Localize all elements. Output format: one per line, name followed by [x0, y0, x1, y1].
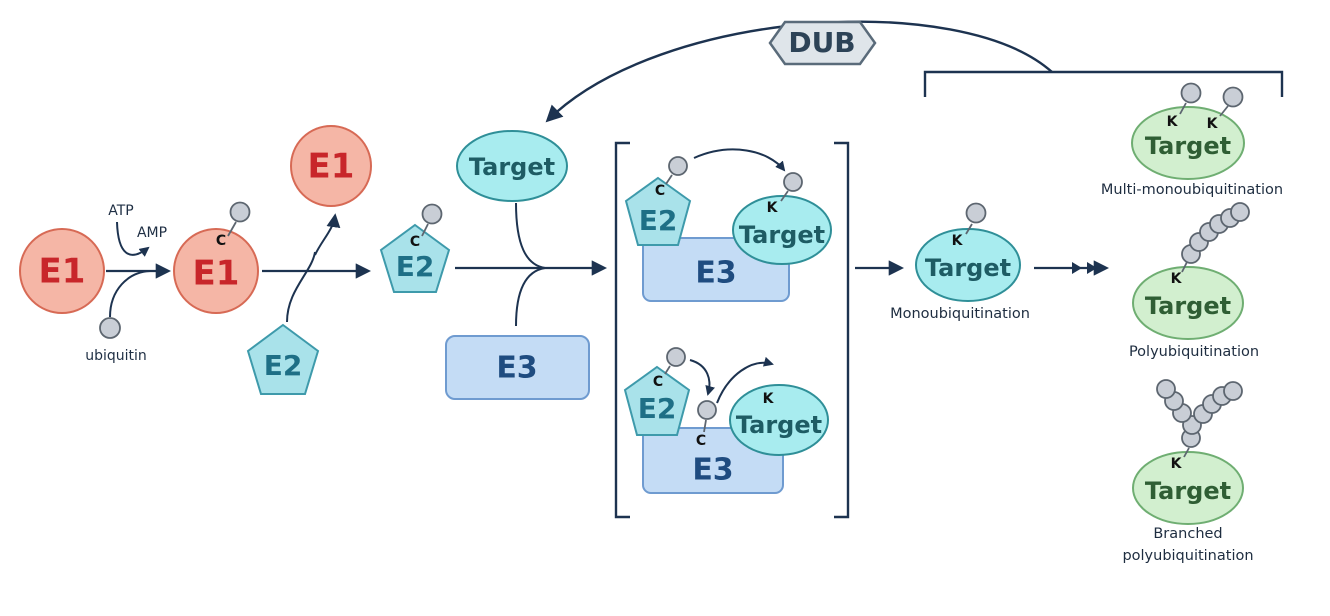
ubiquitin-upper-target	[783, 172, 803, 192]
e3-upper-label: E3	[695, 256, 736, 291]
arrow-to-further-modifications	[1034, 260, 1110, 276]
e3-complex-direct-transfer: E3 E2 C Target K	[624, 148, 832, 302]
e2-join-line	[286, 251, 316, 323]
target-join-line	[515, 202, 546, 269]
ubiquitin-mono	[965, 202, 987, 224]
target-polyubiquitinated: Target K	[1132, 202, 1250, 340]
e2-free-label: E2	[264, 349, 303, 382]
ubiquitin-join-line	[109, 270, 151, 318]
target-free: Target	[456, 130, 568, 202]
caption-monoubiquitination: Monoubiquitination	[890, 306, 1030, 322]
target-mono-label: Target	[925, 254, 1011, 282]
e2-to-e3-transfer-arrow	[689, 359, 716, 396]
outcomes-bracket	[923, 70, 1284, 97]
e2-upper-label: E2	[639, 204, 678, 237]
ubiquitin-upper-e2	[668, 156, 688, 176]
ubiquitin-multi-2	[1222, 86, 1244, 108]
e3-free-label: E3	[496, 351, 537, 386]
atp-amp-arrow	[116, 221, 150, 257]
ubiquitin-branch-left-3	[1156, 379, 1176, 399]
ubiquitin-label: ubiquitin	[85, 348, 147, 364]
target-branched-polyubiquitinated: Target K	[1132, 379, 1244, 525]
e1-free-label: E1	[39, 252, 86, 292]
ubiquitin-on-e3	[697, 400, 717, 420]
target-branched-lysine: K	[1171, 456, 1183, 472]
target-multi-lysine-1: K	[1167, 114, 1179, 130]
e1-loaded-label: E1	[193, 254, 240, 294]
caption-polyubiquitination: Polyubiquitination	[1129, 344, 1259, 360]
direct-transfer-arrow	[693, 148, 786, 172]
e2-lower-cysteine: C	[653, 374, 663, 390]
e1-free: E1	[19, 228, 105, 314]
target-lower-label: Target	[736, 411, 822, 439]
e3-join-line	[515, 267, 546, 327]
target-multi-monoubiquitinated: Target K K	[1131, 82, 1245, 180]
e2-free: E2	[246, 323, 320, 395]
e2-ubiquitin-thioester: E2 C	[379, 203, 451, 293]
ubiquitin-branch-right-4	[1223, 381, 1243, 401]
e1-released-label: E1	[308, 147, 355, 187]
target-upper-label: Target	[739, 221, 825, 249]
e1-released: E1	[290, 125, 372, 207]
ubiquitin-lower-e2	[666, 347, 686, 367]
target-multi-lysine-2: K	[1207, 116, 1219, 132]
atp-label: ATP	[108, 203, 133, 219]
e2-lower-label: E2	[638, 392, 677, 425]
target-mono-lysine: K	[952, 233, 964, 249]
target-free-label: Target	[469, 153, 555, 181]
target-upper-lysine: K	[767, 200, 779, 216]
ubiquitin-on-e1	[229, 201, 251, 223]
target-poly-lysine: K	[1171, 271, 1183, 287]
target-lower-lysine: K	[763, 391, 775, 407]
caption-branched-line-1: Branched	[1153, 526, 1222, 542]
free-ubiquitin	[99, 317, 121, 339]
e2-loaded-label: E2	[396, 250, 435, 283]
e2-cysteine-label: C	[410, 234, 420, 250]
ubiquitin-chain-6	[1230, 202, 1250, 222]
e2-upper-cysteine: C	[655, 183, 665, 199]
e3-to-target-transfer-arrow	[716, 356, 774, 404]
ubiquitin-on-e2	[421, 203, 443, 225]
e1-ubiquitin-thioester: E1 C	[173, 201, 259, 314]
e1-cysteine-label: C	[216, 233, 226, 249]
dub-label: DUB	[788, 26, 855, 59]
caption-branched-line-2: polyubiquitination	[1122, 548, 1253, 564]
e1-release-arrow	[314, 213, 341, 256]
dub-badge: DUB	[768, 20, 877, 66]
target-poly-label: Target	[1145, 292, 1231, 320]
target-branched-label: Target	[1145, 477, 1231, 505]
e3-lower-cysteine: C	[696, 433, 706, 449]
e3-free: E3	[445, 335, 590, 400]
amp-label: AMP	[137, 225, 167, 241]
e3-complex-indirect-transfer: E3 E2 C C Target K	[623, 347, 829, 494]
complex-bracket-right	[834, 141, 850, 519]
complex-bracket-left	[614, 141, 630, 519]
target-monoubiquitinated: Target K	[915, 202, 1021, 302]
ubiquitin-multi-1	[1180, 82, 1202, 104]
target-multi-label: Target	[1145, 132, 1231, 160]
caption-multi-monoubiquitination: Multi-monoubiquitination	[1101, 182, 1283, 198]
e3-lower-label: E3	[692, 453, 733, 488]
